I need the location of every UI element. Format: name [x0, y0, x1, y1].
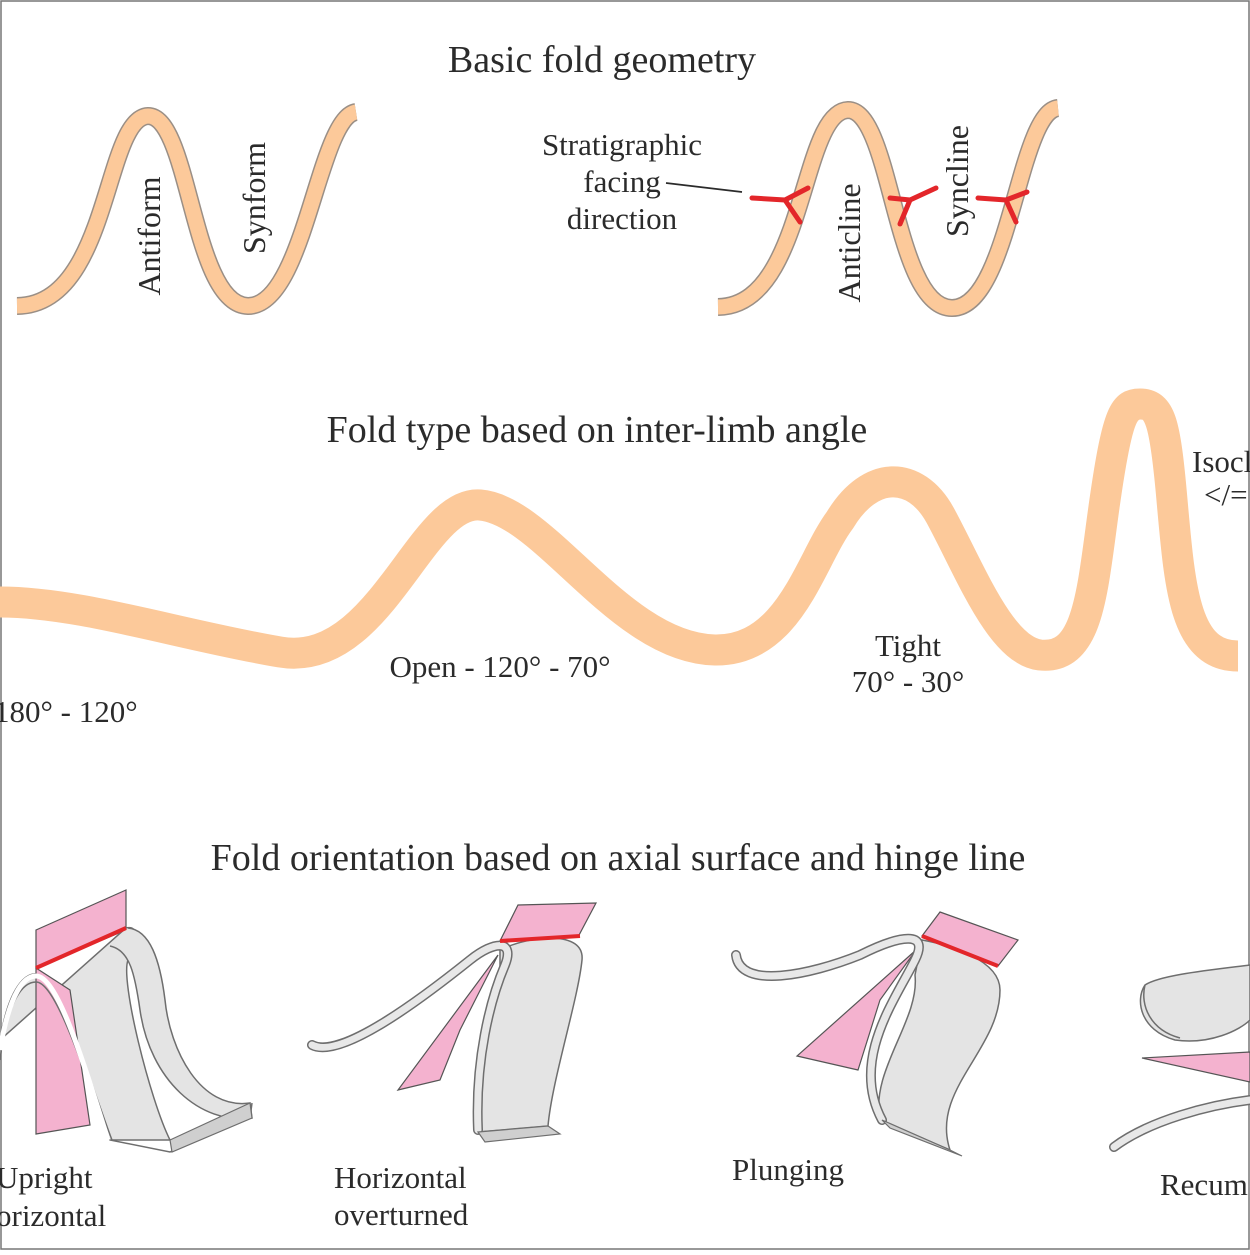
recumbent-label: Recum [1160, 1167, 1248, 1202]
tight-range-label: 70° - 30° [852, 664, 965, 699]
overturned-label-line-1: Horizontal [334, 1160, 467, 1195]
interlimb-title: Fold type based on inter-limb angle [327, 409, 868, 451]
plunging-label: Plunging [732, 1152, 844, 1187]
facing-label-line-1: Stratigraphic [542, 127, 702, 162]
facing-arrow-3 [975, 189, 1030, 225]
orientation-title: Fold orientation based on axial surface … [211, 837, 1026, 879]
antiform-label: Antiform [131, 176, 167, 295]
anticline-label: Anticline [831, 183, 867, 302]
interlimb-fold-layer [0, 388, 1240, 672]
tight-fold-label: Tight [875, 628, 941, 663]
upright-label-line-1: Upright [0, 1160, 93, 1195]
facing-arrow-2 [887, 185, 939, 227]
facing-label-line-3: direction [567, 201, 678, 236]
horizontal-overturned-fold [307, 902, 598, 1143]
recumbent-fold [1109, 964, 1250, 1152]
open-fold-label: Open - 120° - 70° [389, 649, 610, 684]
isoclinal-range-label: </= [1204, 477, 1248, 512]
upright-horizontal-fold [0, 889, 253, 1153]
isoclinal-label: Isocl [1192, 444, 1250, 479]
facing-arrow-1 [749, 185, 811, 225]
upright-label-line-2: orizontal [0, 1198, 106, 1233]
synform-label: Synform [236, 142, 272, 254]
syncline-label: Syncline [939, 125, 975, 237]
facing-symbols [749, 185, 1030, 227]
facing-leader-line [665, 182, 743, 193]
overturned-label-line-2: overturned [334, 1197, 469, 1232]
gentle-range-label: 180° - 120° [0, 694, 138, 729]
basic-geometry-title: Basic fold geometry [448, 39, 756, 81]
facing-label-line-2: facing [583, 164, 660, 199]
plunging-fold [731, 911, 1019, 1157]
antiform-synform-layer [16, 103, 360, 315]
